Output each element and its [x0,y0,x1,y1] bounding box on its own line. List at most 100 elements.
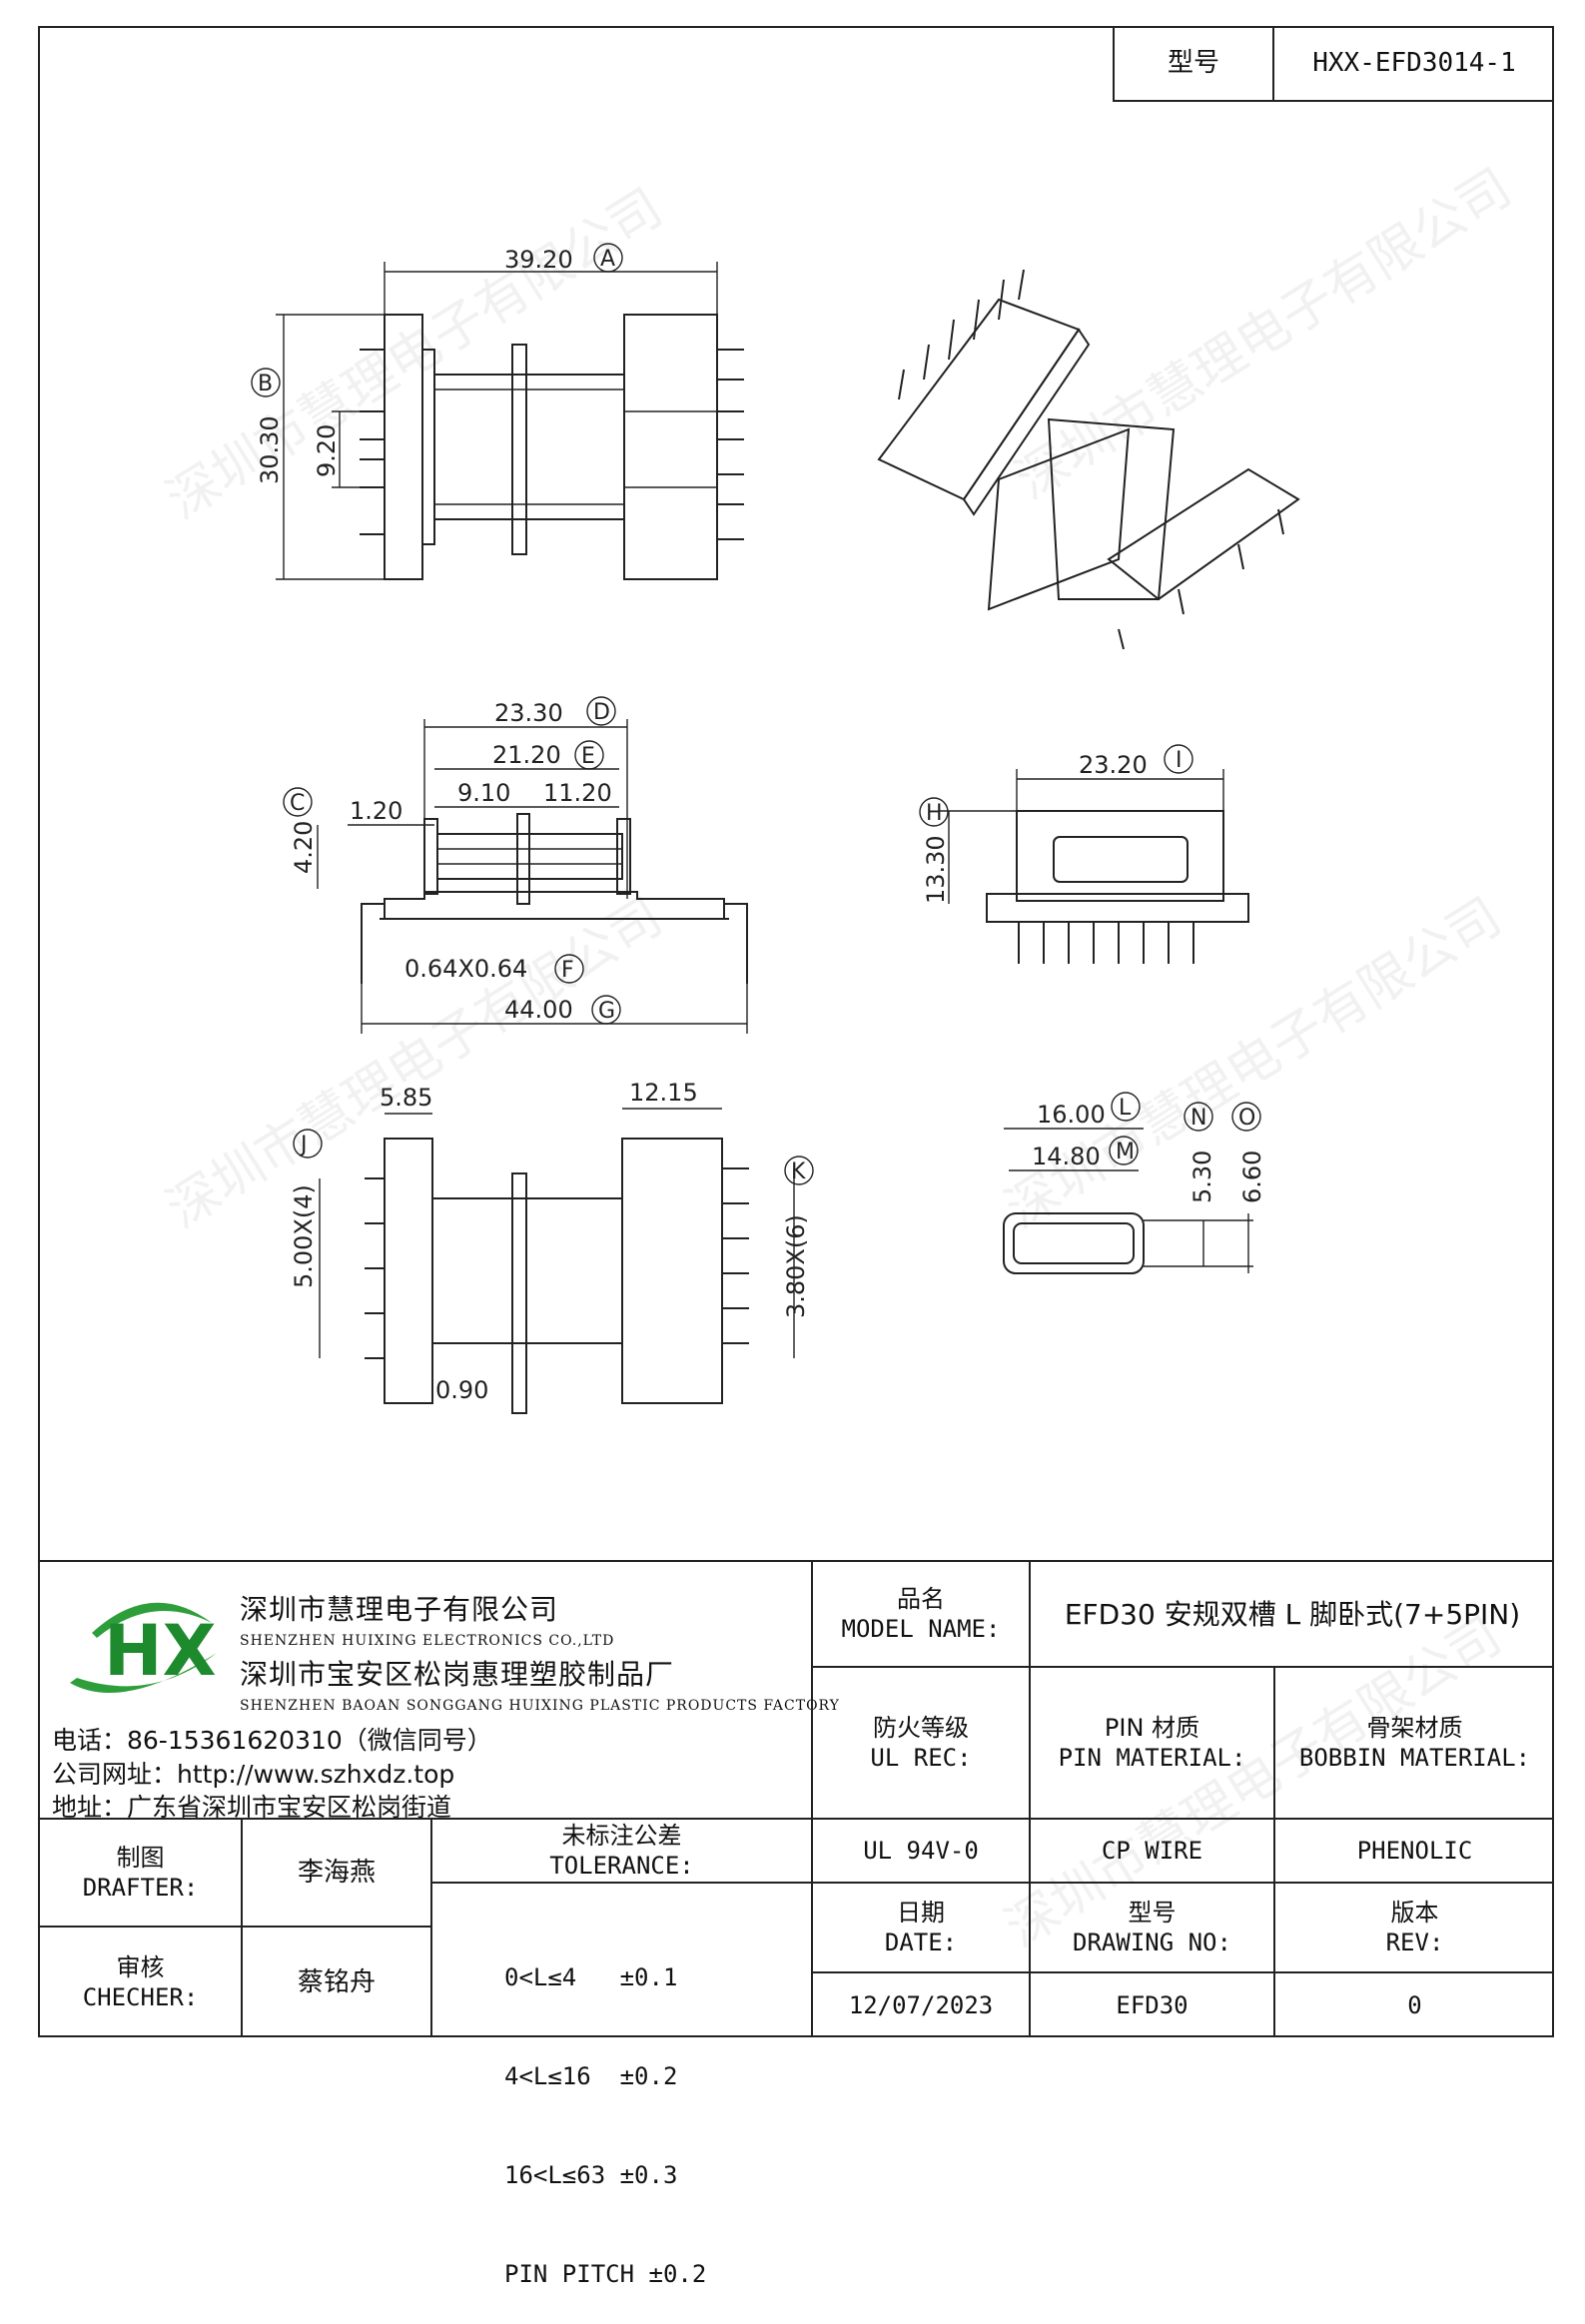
bottom-view: 5.85 12.15 5.00X(4) J 3.80X(6) K 0.90 [290,1079,814,1414]
fire-rating-label: 防火等级 UL REC: [813,1668,1031,1818]
dim-g-value: 44.00 [504,996,573,1024]
model-name-en: MODEL NAME: [841,1615,1001,1643]
label-k: K [791,1160,806,1184]
label-l: L [1119,1096,1132,1121]
model-box: 型号 HXX-EFD3014-1 [1113,26,1554,102]
technical-drawing: 39.20 A 30.30 B 9.20 [251,243,1300,1414]
company-name-en-1: SHENZHEN HUIXING ELECTRONICS CO.,LTD [240,1633,615,1649]
tolerance-header: 未标注公差 TOLERANCE: [432,1820,811,1884]
dim-a-value: 39.20 [504,246,573,274]
row-divider [38,1818,1554,1820]
drafter-cn: 制图 [116,1844,165,1872]
model-label: 型号 [1115,26,1274,100]
company-name-cn-2: 深圳市宝安区松岗惠理塑胶制品厂 [240,1658,675,1691]
date-value: 12/07/2023 [813,1973,1031,2037]
bobbin-material-label: 骨架材质 BOBBIN MATERIAL: [1275,1668,1554,1818]
model-name-cn: 品名 [897,1585,945,1613]
pin-material-label: PIN 材质 PIN MATERIAL: [1031,1668,1275,1818]
drawing-no-cn: 型号 [1128,1899,1177,1927]
rev-label: 版本 REV: [1275,1884,1554,1973]
label-o: O [1238,1106,1255,1131]
divider [811,1560,813,2037]
checker-name: 蔡铭舟 [243,1928,432,2037]
dim-n-value: 5.30 [1189,1151,1216,1203]
rev-en: REV: [1385,1929,1444,1956]
rev-cn: 版本 [1390,1899,1439,1927]
drawing-no-en: DRAWING NO: [1073,1929,1231,1956]
label-c: C [290,791,305,816]
dim-right-w-value: 12.15 [629,1079,698,1107]
side-view: 23.30 D 21.20 E 9.10 11.20 1.20 4.20 C [283,696,748,1034]
dim-j-value: 5.00X(4) [290,1184,318,1288]
dim-c-small-value: 1.20 [350,797,402,825]
tolerance-list: 0<L≤4 ±0.1 4<L≤16 ±0.2 16<L≤63 ±0.3 PIN … [504,1896,706,2324]
label-n: N [1190,1106,1206,1131]
bobbin-material-value: PHENOLIC [1275,1820,1554,1884]
label-m: M [1116,1140,1135,1164]
pin-material-cn: PIN 材质 [1104,1714,1200,1742]
title-block-top-border [38,1560,1554,1562]
fire-rating-cn: 防火等级 [873,1714,969,1742]
tolerance-item: 16<L≤63 ±0.3 [504,2161,678,2189]
dim-c-value: 4.20 [290,821,318,874]
dim-e-value: 21.20 [492,741,561,769]
drafter-en: DRAFTER: [82,1874,199,1902]
tolerance-item: 4<L≤16 ±0.2 [504,2062,678,2090]
checker-en: CHECHER: [82,1983,199,2011]
fire-rating-value: UL 94V-0 [813,1820,1031,1884]
label-i: I [1176,748,1183,773]
tolerance-en: TOLERANCE: [549,1852,694,1880]
model-name-value: EFD30 安规双槽 L 脚卧式(7+5PIN) [1031,1562,1554,1668]
dim-k-value: 3.80X(6) [782,1214,810,1318]
drawing-frame [38,26,1554,2037]
tolerance-cn: 未标注公差 [561,1822,682,1850]
dim-gap-value: 0.90 [435,1376,488,1404]
tolerance-item: PIN PITCH ±0.2 [504,2260,707,2288]
dim-l-value: 16.00 [1037,1101,1106,1129]
section-view: 16.00 L 14.80 M N O 5.30 6.60 [1003,1092,1266,1274]
label-h: H [926,801,943,826]
model-value: HXX-EFD3014-1 [1312,47,1516,78]
company-logo: HX [52,1583,222,1713]
rev-value: 0 [1407,1991,1422,2019]
label-j: J [299,1133,308,1158]
label-d: D [593,700,610,725]
pin-material-en: PIN MATERIAL: [1058,1744,1246,1772]
drawing-no-value: EFD30 [1031,1973,1275,2037]
company-phone: 电话：86-15361620310（微信同号） [52,1726,492,1755]
date-label: 日期 DATE: [813,1884,1031,1973]
top-view: 39.20 A 30.30 B 9.20 [251,243,744,580]
drafter-label: 制图 DRAFTER: [40,1820,243,1928]
isometric-view [877,269,1300,650]
dim-d-value: 23.30 [494,699,563,727]
dim-h-value: 13.30 [922,835,950,904]
date-en: DATE: [884,1929,958,1956]
fire-rating-en: UL REC: [870,1744,972,1772]
drawing-no-label: 型号 DRAWING NO: [1031,1884,1275,1973]
label-f: F [561,958,574,983]
company-name-cn-1: 深圳市慧理电子有限公司 [240,1593,559,1626]
checker-cn: 审核 [116,1953,165,1981]
company-website: 公司网址：http://www.szhxdz.top [52,1760,455,1789]
label-e: E [581,744,595,769]
company-address: 地址：广东省深圳市宝安区松岗街道 [52,1793,452,1822]
dim-inner-value: 9.20 [313,424,341,477]
bobbin-material-en: BOBBIN MATERIAL: [1298,1744,1531,1772]
dim-w1-value: 9.10 [457,779,510,807]
tolerance-item: 0<L≤4 ±0.1 [504,1963,678,1991]
checker-label: 审核 CHECHER: [40,1928,243,2037]
pin-material-value: CP WIRE [1031,1820,1275,1884]
dim-o-value: 6.60 [1238,1151,1266,1203]
label-b: B [258,372,273,396]
bobbin-material-cn: 骨架材质 [1366,1714,1463,1742]
end-view: 23.20 I 13.30 H [919,744,1249,964]
dim-w2-value: 11.20 [543,779,612,807]
dim-left-w-value: 5.85 [380,1084,432,1112]
model-name-label: 品名 MODEL NAME: [813,1562,1031,1668]
drafter-name: 李海燕 [243,1820,432,1928]
logo-text: HX [104,1610,217,1692]
dim-f-value: 0.64X0.64 [404,955,527,983]
dim-m-value: 14.80 [1032,1143,1101,1170]
dim-b-value: 30.30 [256,415,284,484]
dim-i-value: 23.20 [1079,751,1148,779]
